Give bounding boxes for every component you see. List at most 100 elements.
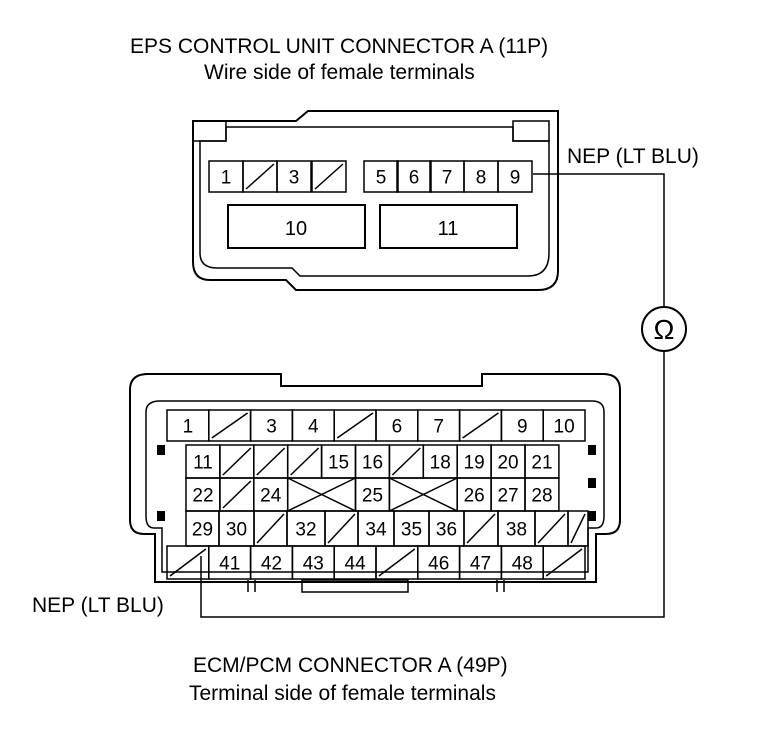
ecm-r4-c3-slash (256, 513, 285, 544)
ecm-r5-c2-label: 41 (219, 553, 240, 574)
ecm-r3-c10-label: 27 (497, 485, 518, 506)
ecm-r3-c3-label: 24 (260, 485, 282, 506)
ecm-r1-c1-label: 1 (183, 416, 194, 437)
ecm-lock-left-2 (157, 511, 165, 521)
ecm-lock-right-1 (588, 445, 596, 455)
ecm-r5-c10-slash (545, 548, 583, 577)
ecm-r4-c5-slash (327, 513, 356, 544)
ecm-r3-c1-label: 22 (192, 485, 213, 506)
ecm-r2-c6-label: 16 (362, 452, 383, 473)
test-wire (200, 173, 665, 618)
eps-terminal-10 (227, 204, 366, 249)
eps-terminal-1-label: 1 (221, 167, 232, 188)
ecm-r1-c10-label: 10 (554, 416, 575, 437)
ecm-r2-c2-slash (222, 447, 252, 476)
ecm-r4-c10-label: 38 (506, 519, 527, 540)
ecm-r2-c11-label: 21 (531, 452, 552, 473)
ecm-connector (129, 373, 621, 593)
ohmmeter: Ω (641, 306, 687, 352)
ecm-r1-c3-label: 3 (266, 416, 277, 437)
ohmmeter-symbol: Ω (654, 314, 675, 345)
ecm-r3-xbox-a-diag-2 (287, 477, 356, 512)
eps-terminal-2-slash (245, 163, 275, 190)
ecm-r5-c3-label: 42 (261, 553, 282, 574)
eps-connector-title: EPS CONTROL UNIT CONNECTOR A (11P) (130, 35, 549, 58)
ecm-r3-c9-label: 26 (464, 485, 485, 506)
ecm-r2-c10-label: 20 (497, 452, 518, 473)
eps-connector-outer (192, 110, 559, 291)
ecm-r1-c5-slash (336, 412, 374, 439)
ecm-lock-right-2 (588, 478, 596, 488)
ecm-r3-xbox-b-diag-2 (389, 477, 458, 512)
ohmmeter-circle (641, 306, 687, 352)
ecm-r1-c2-slash (211, 412, 249, 439)
ecm-r2-c4-slash (290, 447, 320, 476)
ecm-r2-c8-label: 18 (430, 452, 451, 473)
ecm-r5-c7-label: 46 (428, 553, 449, 574)
ecm-r3-c6-label: 25 (362, 485, 383, 506)
ecm-r4-c8-label: 36 (436, 519, 457, 540)
ecm-r1-c10 (542, 409, 586, 442)
ecm-r4-c2-label: 30 (226, 519, 247, 540)
ecm-r5-c6-slash (378, 548, 416, 577)
eps-connector-inner (199, 126, 550, 277)
ecm-connector-title: ECM/PCM CONNECTOR A (49P) (193, 654, 508, 677)
eps-connector-subtitle: Wire side of female terminals (204, 61, 475, 84)
eps-terminal-5 (363, 160, 399, 193)
ecm-r3-c11-label: 28 (531, 485, 552, 506)
ecm-locks (157, 445, 596, 521)
ecm-bottom-key (301, 579, 409, 593)
eps-terminal-5-label: 5 (376, 167, 387, 188)
ecm-r1-c7-label: 7 (433, 416, 444, 437)
ecm-lock-right-3 (588, 511, 596, 521)
ecm-r1-c6-label: 6 (392, 416, 403, 437)
eps-terminal-11 (379, 204, 518, 249)
eps-terminal-6-label: 6 (409, 167, 420, 188)
ecm-lock-left-1 (157, 445, 165, 455)
eps-terminal-4-slash (314, 163, 344, 190)
eps-terminal-3 (276, 160, 312, 193)
eps-terminal-10-label: 10 (285, 218, 307, 240)
eps-terminal-8-label: 8 (476, 167, 487, 188)
eps-terminal-11-label: 11 (438, 218, 459, 240)
ecm-r4-c6-label: 34 (365, 519, 387, 540)
ecm-r2-c3-slash (256, 447, 286, 476)
ecm-r2-c7-slash (391, 447, 421, 476)
ecm-r4-c7-label: 35 (401, 519, 422, 540)
eps-key-right (512, 120, 550, 142)
wire-top-segment (533, 173, 665, 306)
eps-connector (192, 110, 559, 291)
ecm-r2-c9-label: 19 (464, 452, 485, 473)
ecm-r1-c8-slash (462, 412, 499, 439)
eps-terminal-9 (497, 160, 533, 193)
eps-terminal-7-label: 7 (442, 167, 453, 188)
eps-wire-label: NEP (LT BLU) (567, 145, 699, 168)
wire-bottom-segment (200, 352, 665, 618)
ecm-r5-c9-label: 48 (512, 553, 533, 574)
ecm-r4-c1-label: 29 (192, 519, 213, 540)
ecm-connector-subtitle: Terminal side of female terminals (189, 682, 496, 705)
ecm-r4-c9-slash (466, 513, 496, 544)
ecm-r1-c4-label: 4 (308, 416, 319, 437)
ecm-wire-label: NEP (LT BLU) (32, 594, 164, 617)
ecm-r1-c9-label: 9 (517, 416, 528, 437)
ecm-connector-inner (145, 400, 605, 573)
ecm-r5-c5-label: 44 (345, 553, 367, 574)
eps-key-left (192, 120, 227, 142)
eps-terminal-row-2: 10 11 (227, 204, 518, 249)
ecm-r5-c1-slash (169, 548, 207, 577)
ecm-r2-c5-label: 15 (328, 452, 349, 473)
ecm-r2-c1-label: 11 (193, 452, 213, 473)
ecm-connector-outer (129, 373, 621, 583)
ecm-r4-c12-slash (570, 513, 586, 544)
ecm-r4-c4-label: 32 (295, 519, 316, 540)
ecm-r5-c4-label: 43 (303, 553, 324, 574)
ecm-r5-c8-label: 47 (470, 553, 491, 574)
eps-terminal-3-label: 3 (289, 167, 300, 188)
ecm-r3-c2-slash (222, 480, 252, 509)
eps-terminal-6 (396, 160, 432, 193)
ecm-r4-c11-slash (537, 513, 566, 544)
